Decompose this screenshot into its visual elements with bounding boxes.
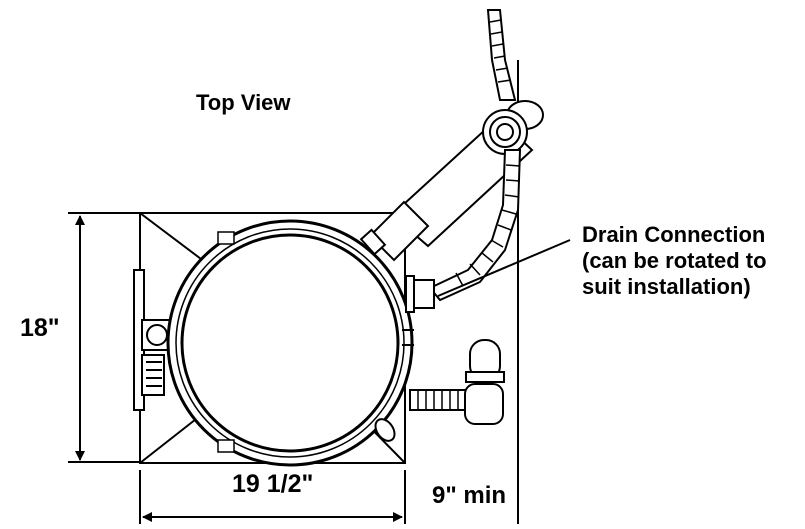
drain-hose — [405, 9, 522, 313]
callout-line-1: Drain Connection — [582, 222, 766, 247]
extension-lines — [68, 212, 141, 524]
drain-connection-callout: Drain Connection (can be rotated to suit… — [582, 222, 767, 300]
view-title: Top View — [196, 90, 291, 115]
water-connection — [374, 339, 505, 442]
tank — [166, 219, 414, 467]
clearance-dimension-label: 9" min — [432, 482, 507, 509]
width-dimension-label: 19 1/2" — [232, 470, 314, 498]
callout-line-3: suit installation) — [582, 274, 751, 299]
callout-line-2: (can be rotated to — [582, 248, 767, 273]
dimension-arrows — [75, 215, 403, 522]
callout-leader — [437, 239, 571, 297]
height-dimension-label: 18" — [20, 314, 60, 342]
flue-pipe — [359, 100, 544, 262]
